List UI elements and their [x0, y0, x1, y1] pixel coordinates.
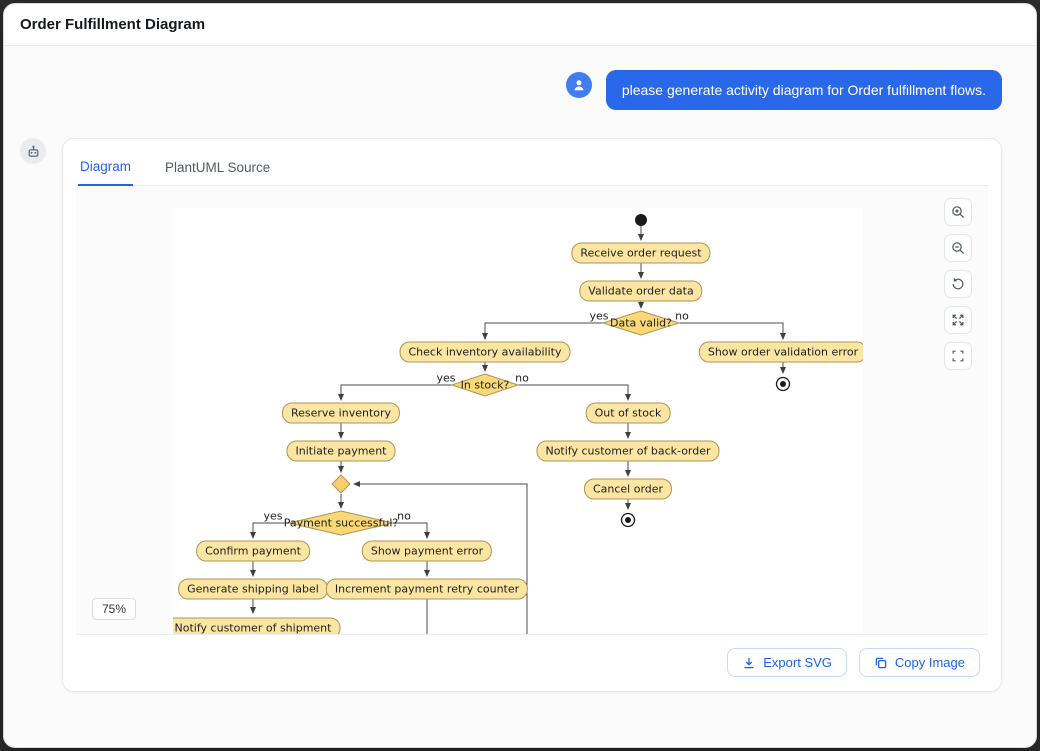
zoom-in-icon: [952, 206, 965, 219]
end-node-cancel: [620, 512, 636, 528]
zoom-out-button[interactable]: [944, 234, 972, 262]
activity-node-confirm-payment: Confirm payment: [196, 540, 310, 562]
edge-label-payment-yes: yes: [263, 509, 283, 523]
decision-label-payment: Payment successful?: [283, 516, 399, 530]
copy-image-label: Copy Image: [894, 655, 965, 670]
user-avatar: [565, 72, 592, 98]
export-svg-button[interactable]: Export SVG: [727, 648, 847, 677]
diagram-edges-layer: [250, 214, 791, 634]
page-title: Order Fulfillment Diagram: [20, 16, 206, 33]
decision-label-in-stock: In stock?: [460, 378, 510, 392]
download-icon: [744, 657, 754, 668]
zoom-out-icon: [952, 242, 965, 255]
expand-button[interactable]: [944, 306, 972, 334]
panel-footer: Export SVG Copy Image: [76, 635, 988, 683]
edge-label-data-valid-yes: yes: [589, 309, 609, 323]
assistant-message-row: Diagram PlantUML Source: [20, 138, 1002, 692]
user-message-row: please generate activity diagram for Ord…: [20, 70, 1002, 110]
activity-node-increment-retry: Increment payment retry counter: [325, 578, 529, 600]
fit-view-icon: [952, 350, 964, 362]
activity-node-reserve-inventory: Reserve inventory: [281, 402, 401, 424]
activity-node-cancel-order: Cancel order: [583, 478, 673, 500]
reset-view-button[interactable]: [944, 270, 972, 298]
edge-label-data-valid-no: no: [675, 309, 689, 323]
tab-diagram[interactable]: Diagram: [78, 153, 134, 186]
activity-node-out-of-stock: Out of stock: [585, 402, 671, 424]
diagram-canvas[interactable]: Receive order request Validate order dat…: [173, 208, 863, 634]
activity-node-show-validation-error: Show order validation error: [698, 341, 863, 363]
activity-node-generate-label: Generate shipping label: [178, 578, 328, 600]
expand-icon: [952, 314, 964, 326]
merge-node: [331, 474, 351, 494]
edge-label-payment-no: no: [397, 509, 411, 523]
robot-icon: [28, 145, 38, 157]
decision-in-stock-shape: [450, 373, 520, 397]
user-icon: [574, 80, 584, 91]
activity-node-receive-order: Receive order request: [571, 242, 711, 264]
fit-view-button[interactable]: [944, 342, 972, 370]
zoom-level-badge: 75%: [92, 598, 137, 620]
chat-content: please generate activity diagram for Ord…: [4, 46, 1036, 747]
tab-plantuml-source[interactable]: PlantUML Source: [163, 153, 272, 185]
activity-node-notify-backorder: Notify customer of back-order: [536, 440, 720, 462]
activity-node-validate-order: Validate order data: [579, 280, 703, 302]
decision-label-data-valid: Data valid?: [610, 316, 672, 330]
end-node-validation: [775, 376, 791, 392]
decision-data-valid-shape: [601, 310, 681, 336]
diagram-panel: Diagram PlantUML Source: [62, 138, 1002, 692]
edge-label-in-stock-no: no: [515, 371, 529, 385]
diagram-viewer[interactable]: Receive order request Validate order dat…: [76, 186, 988, 635]
zoom-in-button[interactable]: [944, 198, 972, 226]
app-window: Order Fulfillment Diagram please generat…: [3, 3, 1037, 748]
zoom-controls: [944, 198, 972, 370]
edge-label-in-stock-yes: yes: [436, 371, 456, 385]
copy-icon: [875, 657, 887, 668]
reset-view-icon: [952, 278, 964, 290]
activity-node-initiate-payment: Initiate payment: [286, 440, 396, 462]
copy-image-button[interactable]: Copy Image: [858, 648, 980, 677]
activity-node-show-payment-error: Show payment error: [361, 540, 493, 562]
user-message-bubble: please generate activity diagram for Ord…: [605, 70, 1002, 110]
activity-node-check-inventory: Check inventory availability: [399, 341, 571, 363]
app-header: Order Fulfillment Diagram: [4, 4, 1036, 46]
decision-payment-shape: [288, 510, 394, 536]
start-node: [635, 214, 647, 226]
tab-bar: Diagram PlantUML Source: [76, 145, 988, 186]
export-svg-label: Export SVG: [763, 655, 832, 670]
assistant-avatar: [20, 138, 46, 164]
activity-node-notify-shipment: Notify customer of shipment: [173, 617, 341, 634]
